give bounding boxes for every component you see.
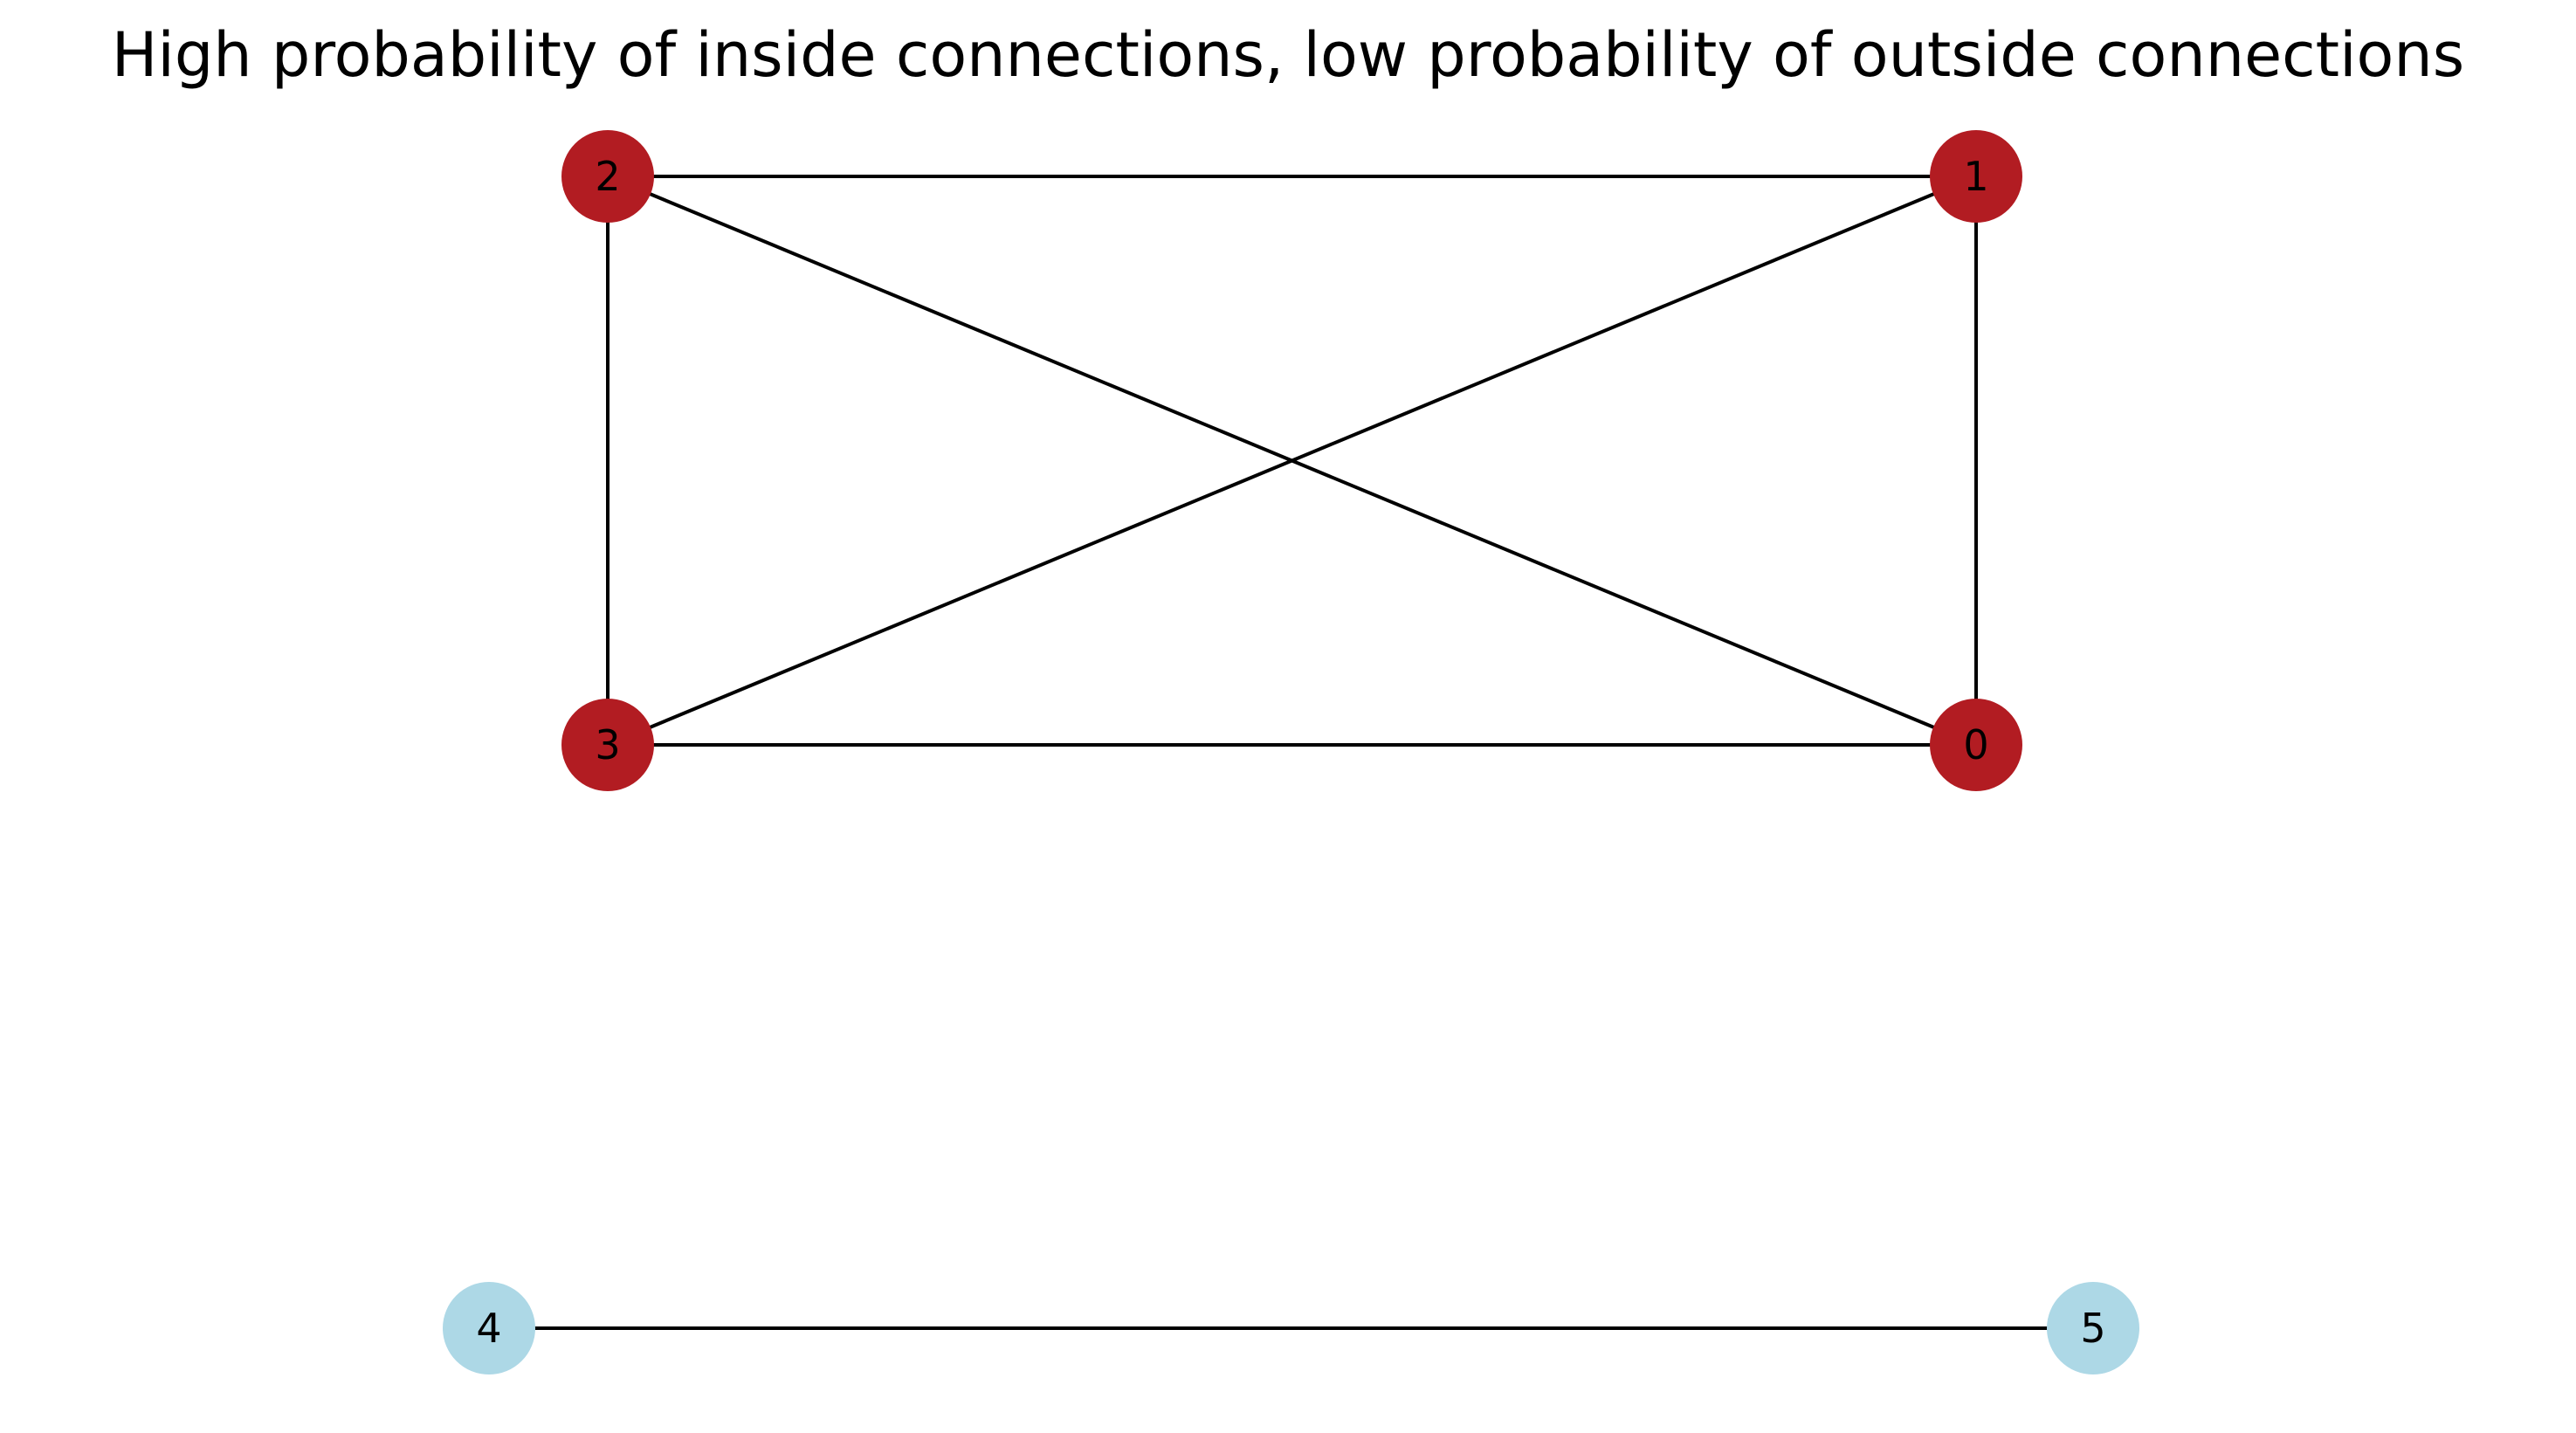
node-circle-4 <box>443 1282 535 1374</box>
node-circle-1 <box>1930 130 2022 223</box>
node-circle-5 <box>2047 1282 2139 1374</box>
node-label-2: 2 <box>595 153 620 200</box>
node-label-1: 1 <box>1963 153 1988 200</box>
figure-title: High probability of inside connections, … <box>111 19 2465 91</box>
node-1: 1 <box>1930 130 2022 223</box>
edge-1-3 <box>607 175 1977 747</box>
node-5: 5 <box>2047 1282 2139 1374</box>
edges-layer <box>489 175 2093 1330</box>
node-label-0: 0 <box>1963 721 1988 768</box>
node-label-5: 5 <box>2080 1305 2105 1352</box>
node-label-4: 4 <box>476 1305 501 1352</box>
node-circle-3 <box>561 699 654 791</box>
node-2: 2 <box>561 130 654 223</box>
node-label-3: 3 <box>595 721 620 768</box>
node-0: 0 <box>1930 699 2022 791</box>
node-circle-2 <box>561 130 654 223</box>
node-4: 4 <box>443 1282 535 1374</box>
node-circle-0 <box>1930 699 2022 791</box>
node-3: 3 <box>561 699 654 791</box>
nodes-layer: 0 1 2 3 4 5 <box>443 130 2139 1374</box>
